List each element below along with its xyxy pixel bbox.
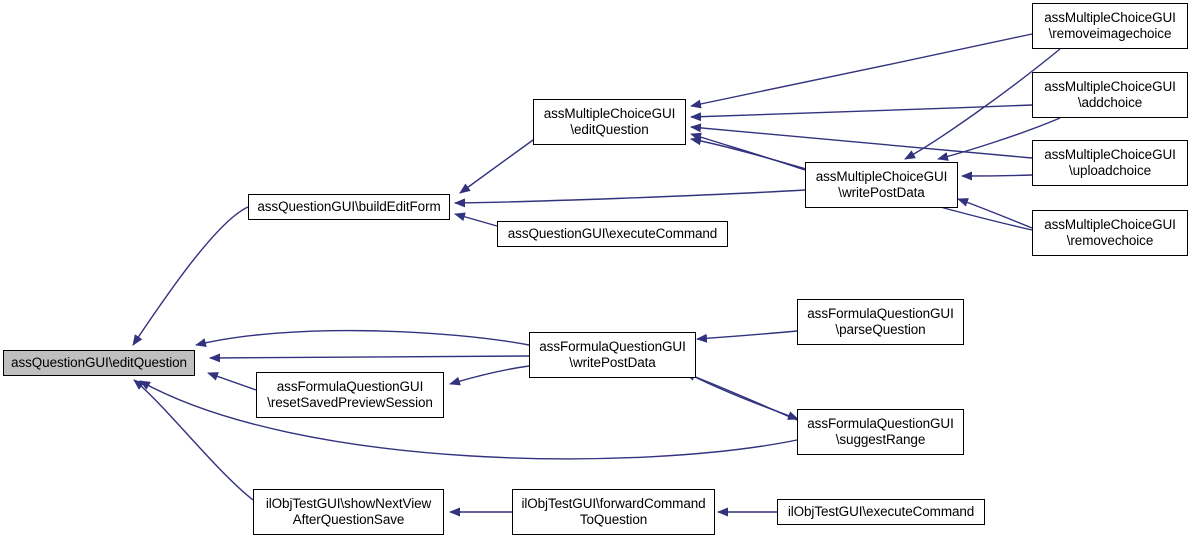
graph-node-label: assMultipleChoiceGUI \removeimagechoice	[1044, 10, 1176, 41]
graph-edge-n1-to-n0	[132, 206, 249, 346]
graph-node-label: assFormulaQuestionGUI \writePostData	[539, 339, 686, 370]
graph-node-label: assQuestionGUI\executeCommand	[507, 226, 718, 241]
graph-edge-n6-to-n3	[690, 104, 1033, 122]
graph-edge-n2-to-n1	[454, 212, 498, 227]
graph-edge-n12-to-n0	[207, 372, 257, 391]
graph-node-n10[interactable]: assFormulaQuestionGUI \parseQuestion	[797, 299, 964, 345]
graph-node-n1[interactable]: assQuestionGUI\buildEditForm	[248, 194, 450, 220]
graph-node-n9[interactable]: assFormulaQuestionGUI \writePostData	[529, 332, 696, 378]
graph-edge-n9-to-n11	[684, 371, 799, 420]
graph-node-n2[interactable]: assQuestionGUI\executeCommand	[497, 221, 728, 247]
graph-node-n4[interactable]: assMultipleChoiceGUI \writePostData	[805, 162, 958, 208]
graph-node-n14[interactable]: ilObjTestGUI\forwardCommand ToQuestion	[512, 489, 715, 535]
graph-edge-n4-to-n3	[690, 132, 806, 171]
graph-edge-n10-to-n9	[696, 330, 798, 343]
graph-node-label: assQuestionGUI\editQuestion	[11, 355, 187, 370]
graph-edge-n9-to-n12	[449, 365, 530, 386]
graph-node-label: ilObjTestGUI\executeCommand	[787, 504, 975, 519]
graph-edge-n13-to-n0	[133, 379, 254, 501]
graph-edge-n6-to-n4	[937, 117, 1061, 161]
graph-node-label: ilObjTestGUI\forwardCommand ToQuestion	[521, 496, 706, 527]
graph-node-label: ilObjTestGUI\showNextView AfterQuestionS…	[265, 496, 432, 527]
graph-node-n0[interactable]: assQuestionGUI\editQuestion	[3, 350, 195, 376]
graph-edge-n7-to-n3	[690, 123, 1033, 159]
graph-edge-n3-to-n1	[459, 139, 534, 194]
graph-edge-n4-to-n1	[454, 189, 806, 208]
graph-edge-n5-to-n3	[690, 33, 1033, 109]
graph-node-label: assMultipleChoiceGUI \removechoice	[1044, 217, 1176, 248]
graph-node-label: assMultipleChoiceGUI \uploadchoice	[1044, 147, 1176, 178]
graph-edge-n9-to-n0b	[209, 353, 530, 363]
graph-edge-n5-to-n4	[904, 48, 1061, 160]
graph-node-n15[interactable]: ilObjTestGUI\executeCommand	[777, 499, 985, 525]
graph-node-label: assFormulaQuestionGUI \resetSavedPreview…	[267, 379, 433, 410]
graph-edge-n8-to-n4	[957, 198, 1033, 229]
graph-node-n8[interactable]: assMultipleChoiceGUI \removechoice	[1032, 210, 1188, 256]
graph-node-n13[interactable]: ilObjTestGUI\showNextView AfterQuestionS…	[253, 489, 444, 535]
graph-node-n12[interactable]: assFormulaQuestionGUI \resetSavedPreview…	[256, 372, 444, 418]
graph-edge-n11-to-n0	[139, 380, 798, 460]
graph-node-label: assMultipleChoiceGUI \addchoice	[1044, 79, 1176, 110]
graph-node-label: assQuestionGUI\buildEditForm	[257, 199, 441, 214]
graph-node-n11[interactable]: assFormulaQuestionGUI \suggestRange	[797, 409, 964, 455]
graph-node-n6[interactable]: assMultipleChoiceGUI \addchoice	[1032, 72, 1188, 118]
graph-node-label: assMultipleChoiceGUI \writePostData	[815, 169, 948, 200]
graph-edge-n9-to-n0	[195, 329, 530, 347]
graph-node-n5[interactable]: assMultipleChoiceGUI \removeimagechoice	[1032, 3, 1188, 49]
graph-node-label: assMultipleChoiceGUI \editQuestion	[543, 106, 676, 137]
graph-node-n7[interactable]: assMultipleChoiceGUI \uploadchoice	[1032, 140, 1188, 186]
graph-node-label: assFormulaQuestionGUI \parseQuestion	[807, 306, 954, 337]
graph-edge-n7-to-n4	[961, 171, 1033, 181]
graph-node-n3[interactable]: assMultipleChoiceGUI \editQuestion	[533, 99, 686, 145]
graph-node-label: assFormulaQuestionGUI \suggestRange	[807, 416, 954, 447]
